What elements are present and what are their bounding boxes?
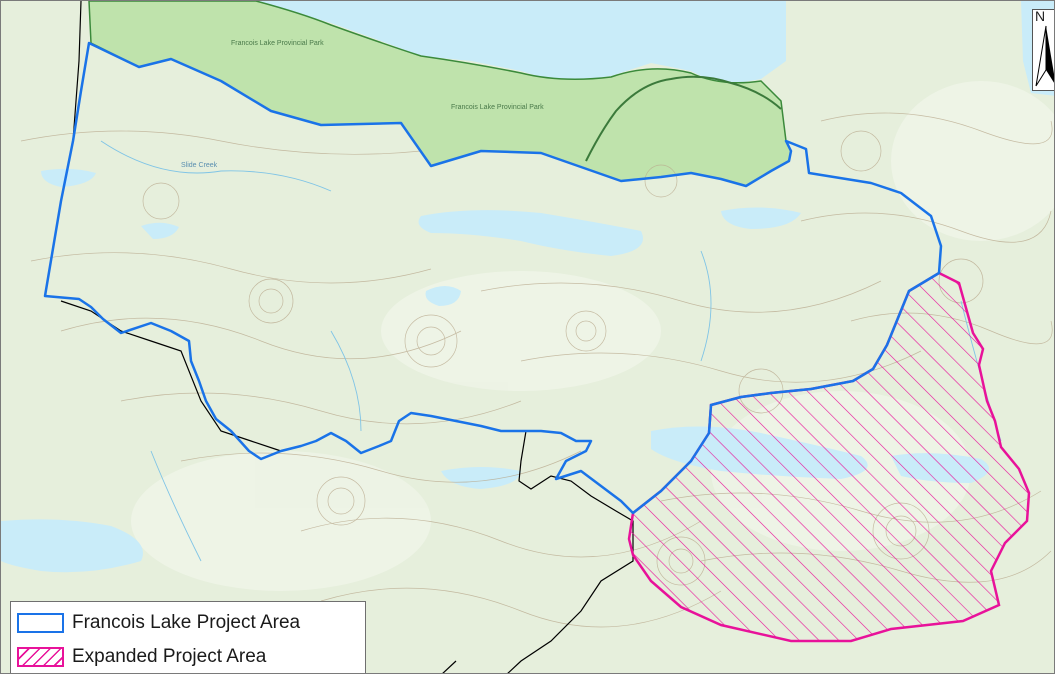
north-arrow: N [1032, 8, 1054, 91]
sw-lake [41, 168, 96, 187]
legend-label-project-area: Francois Lake Project Area [72, 612, 301, 633]
mid-lake [441, 467, 521, 489]
map-legend: Francois Lake Project Area Expanded Proj… [10, 601, 366, 673]
francois-lake [251, 1, 786, 86]
west-pond [141, 222, 179, 239]
map-labels: Francois Lake Provincial Park Francois L… [181, 40, 544, 169]
francois-lake-project-area[interactable] [43, 41, 943, 515]
small-lake-1 [425, 286, 461, 306]
legend-swatch-expanded-area [17, 647, 64, 667]
small-lake-2 [721, 207, 801, 229]
south-lake [1, 519, 143, 573]
legend-label-expanded-area: Expanded Project Area [72, 646, 267, 667]
north-arrow-icon [1035, 25, 1054, 87]
legend-swatch-project-area [17, 613, 64, 633]
legend-item-expanded-area: Expanded Project Area [17, 644, 266, 670]
legend-item-project-area: Francois Lake Project Area [17, 610, 300, 636]
central-lake [418, 210, 643, 256]
park-label-1: Francois Lake Provincial Park [231, 40, 324, 47]
feature-label-1: Slide Creek [181, 162, 218, 169]
north-arrow-label: N [1035, 8, 1046, 24]
park-inner-boundary [585, 75, 782, 162]
park-label-2: Francois Lake Provincial Park [451, 104, 544, 111]
